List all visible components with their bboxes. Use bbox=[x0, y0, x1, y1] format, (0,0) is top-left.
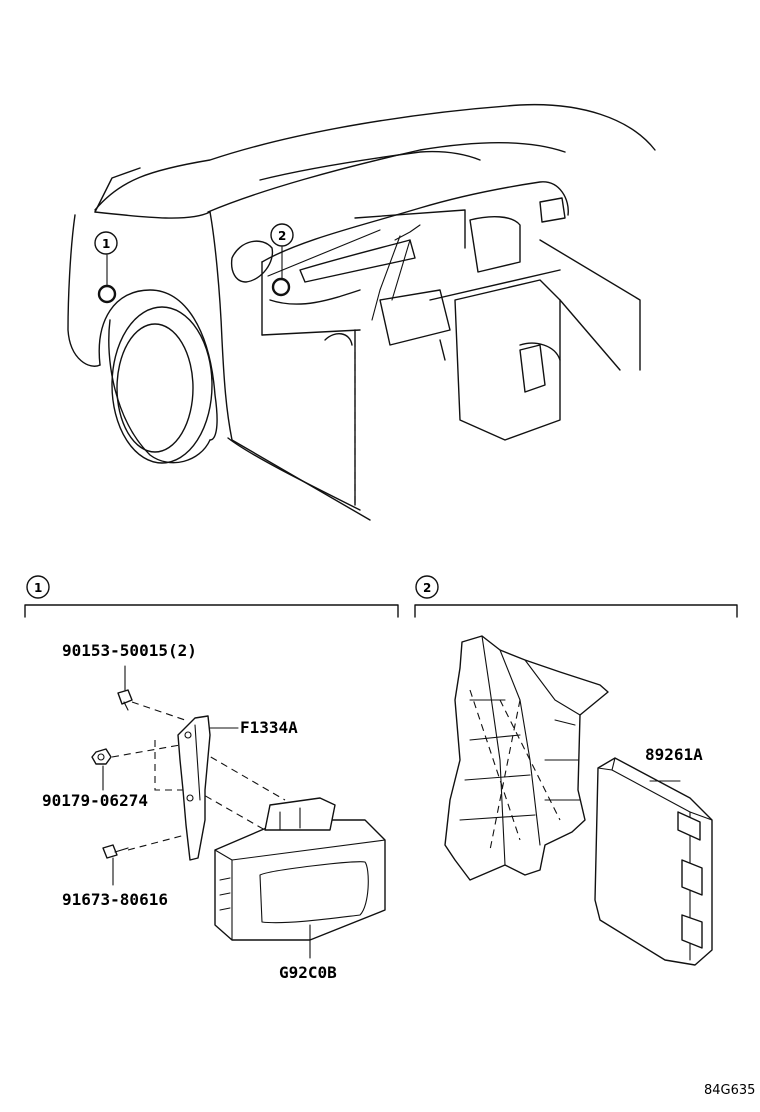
section-1-callout-number: 1 bbox=[102, 237, 110, 251]
diagram-code: 84G635 bbox=[704, 1083, 755, 1098]
nut-icon bbox=[91, 748, 112, 765]
part-label-91673-80616: 91673-80616 bbox=[62, 890, 168, 909]
section-1-location-marker bbox=[97, 284, 117, 304]
section-1-header: 1 bbox=[24, 575, 399, 618]
part-label-F1334A: F1334A bbox=[240, 718, 298, 737]
part-label-89261A: 89261A bbox=[645, 745, 703, 764]
bolt-top-icon bbox=[117, 689, 133, 711]
bolt-bottom-icon bbox=[102, 844, 129, 859]
section-2-number: 2 bbox=[423, 581, 431, 595]
section-1-number: 1 bbox=[34, 581, 42, 595]
section-2-callout-number: 2 bbox=[278, 229, 286, 243]
junction-block-icon bbox=[444, 635, 609, 881]
section-1-bracket bbox=[24, 604, 399, 618]
part-label-G92C0B: G92C0B bbox=[279, 963, 337, 982]
section-2-location-marker bbox=[271, 277, 291, 297]
vehicle-overview: 1 2 bbox=[67, 103, 656, 521]
section-1-parts: 90153-50015(2) 90179-06274 91673-80616 bbox=[42, 641, 386, 982]
section-1-callout-circle bbox=[94, 231, 118, 255]
bracket-icon bbox=[177, 715, 211, 861]
section-2-parts: 89261A bbox=[444, 635, 713, 966]
section-2-bracket bbox=[414, 604, 738, 618]
part-label-90179-06274: 90179-06274 bbox=[42, 791, 148, 810]
section-2-header: 2 bbox=[414, 575, 738, 618]
section-2-callout-circle bbox=[270, 223, 294, 247]
ecu-icon bbox=[594, 757, 713, 966]
part-label-90153-50015: 90153-50015(2) bbox=[62, 641, 197, 660]
module-icon bbox=[214, 797, 386, 941]
